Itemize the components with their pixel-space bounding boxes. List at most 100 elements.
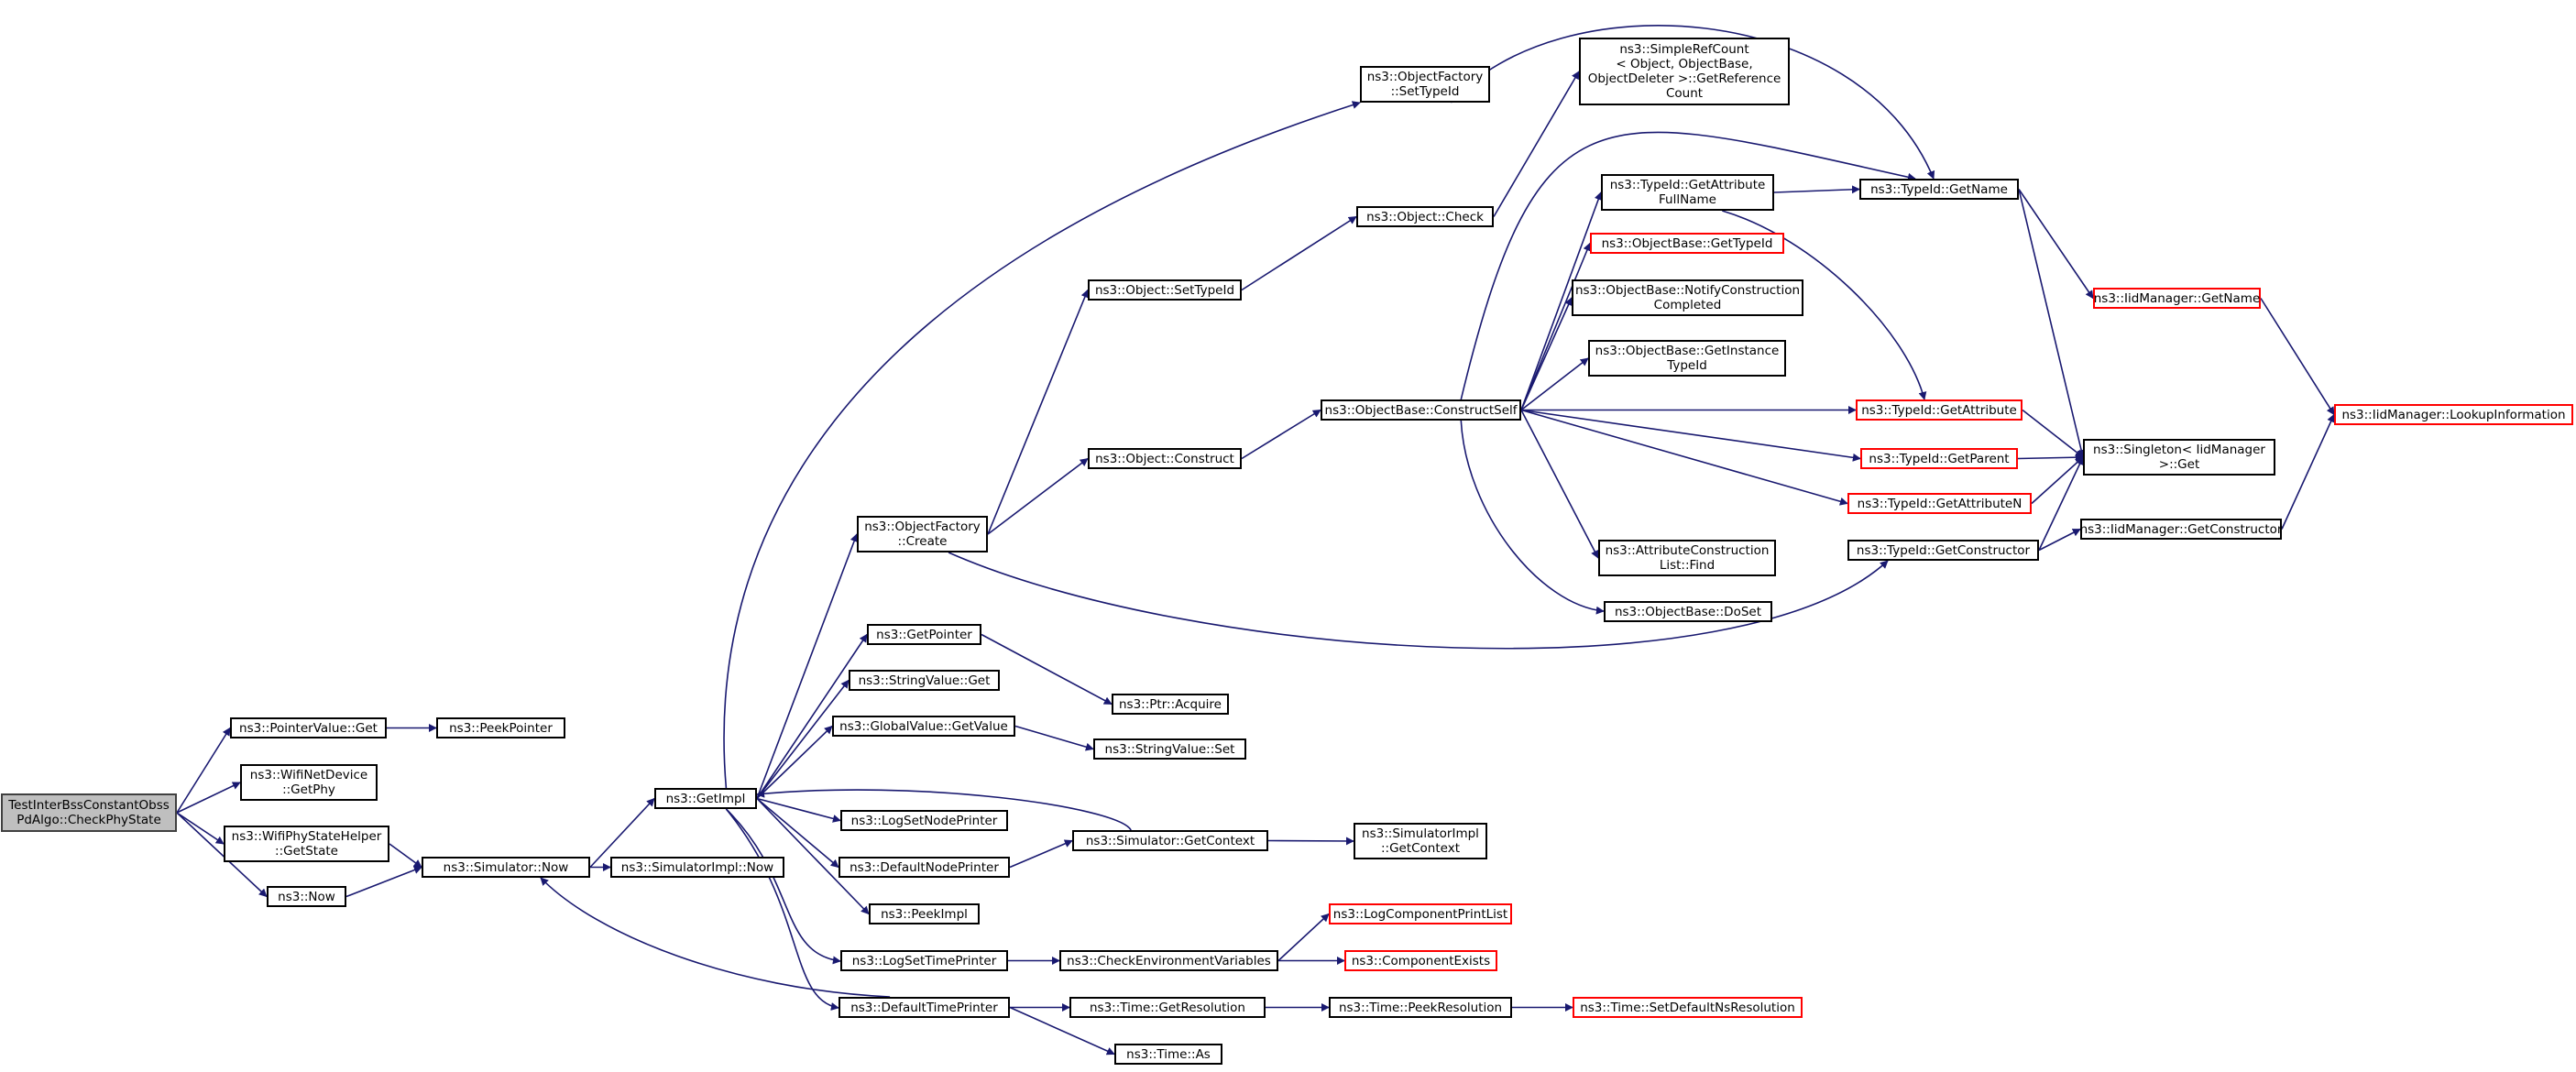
node-label-line: PdAlgo::CheckPhyState: [16, 813, 161, 827]
node-label-line: ns3::TypeId::GetAttribute: [1861, 402, 2017, 418]
node-time-getresolution[interactable]: ns3::Time::GetResolution: [1069, 997, 1266, 1018]
edge-getimpl-to-objectfactory-settypeid: [723, 101, 1361, 789]
node-logsettimeprinter[interactable]: ns3::LogSetTimePrinter: [840, 950, 1008, 971]
node-label-line: ns3::StringValue::Get: [858, 673, 991, 688]
node-iidmanager-getname[interactable]: ns3::IidManager::GetName: [2093, 288, 2261, 309]
edge-typeid-getattributefullname-to-typeid-getattribute: [1722, 210, 1927, 400]
node-peekpointer[interactable]: ns3::PeekPointer: [436, 717, 565, 738]
node-stringvalue-get[interactable]: ns3::StringValue::Get: [849, 670, 1000, 691]
edge-objectbase-constructself-to-objectbase-getinstancetypeid: [1520, 357, 1589, 411]
edge-object-check-to-simplerefcount: [1493, 71, 1580, 217]
node-object-construct[interactable]: ns3::Object::Construct: [1088, 448, 1242, 469]
node-label-line: ObjectDeleter >::GetReference: [1587, 71, 1781, 86]
node-objectfactory-settypeid[interactable]: ns3::ObjectFactory::SetTypeId: [1360, 66, 1490, 103]
node-objectbase-gettypeid[interactable]: ns3::ObjectBase::GetTypeId: [1590, 233, 1784, 254]
node-label-line: ns3::Time::SetDefaultNsResolution: [1580, 1000, 1795, 1015]
node-label-line: ns3::SimulatorImpl::Now: [620, 859, 774, 875]
node-objectfactory-create[interactable]: ns3::ObjectFactory::Create: [857, 516, 988, 552]
node-label-line: ::GetPhy: [282, 782, 335, 797]
node-time-setdefaultnsresolution[interactable]: ns3::Time::SetDefaultNsResolution: [1573, 997, 1803, 1018]
edge-objectfactory-create-to-object-settypeid: [987, 289, 1090, 535]
node-simulator-getcontext[interactable]: ns3::Simulator::GetContext: [1072, 830, 1268, 851]
node-label-line: ::SetTypeId: [1390, 84, 1460, 99]
node-time-as[interactable]: ns3::Time::As: [1114, 1044, 1222, 1065]
node-label-line: ns3::TypeId::GetName: [1870, 181, 2008, 197]
node-logsetnodeprinter[interactable]: ns3::LogSetNodePrinter: [840, 810, 1008, 831]
node-label-line: ns3::Ptr::Acquire: [1119, 696, 1222, 712]
node-label-line: ns3::AttributeConstruction: [1605, 543, 1770, 558]
node-iidmanager-lookupinformation[interactable]: ns3::IidManager::LookupInformation: [2334, 404, 2573, 425]
node-stringvalue-set[interactable]: ns3::StringValue::Set: [1093, 738, 1246, 760]
node-label-line: ns3::Simulator::GetContext: [1085, 833, 1255, 848]
edge-checkenvironmentvariables-to-logcomponentprintlist: [1277, 913, 1330, 962]
node-label-line: ::GetContext: [1380, 841, 1461, 856]
node-label-line: ns3::Time::PeekResolution: [1338, 1000, 1503, 1015]
node-getpointer[interactable]: ns3::GetPointer: [867, 624, 981, 645]
node-typeid-getname[interactable]: ns3::TypeId::GetName: [1859, 179, 2019, 200]
node-globalvalue-getvalue[interactable]: ns3::GlobalValue::GetValue: [832, 716, 1015, 737]
edge-typeid-getattributefullname-to-typeid-getname: [1773, 185, 1860, 194]
node-label-line: ns3::IidManager::LookupInformation: [2341, 407, 2566, 422]
node-wifinetdevice-getphy[interactable]: ns3::WifiNetDevice::GetPhy: [240, 764, 378, 801]
node-label-line: ns3::TypeId::GetConstructor: [1856, 542, 2031, 558]
node-typeid-getattributen[interactable]: ns3::TypeId::GetAttributeN: [1847, 493, 2032, 514]
node-simplerefcount[interactable]: ns3::SimpleRefCount< Object, ObjectBase,…: [1579, 38, 1790, 105]
node-object-settypeid[interactable]: ns3::Object::SetTypeId: [1088, 279, 1242, 301]
node-iidmanager-getconstructor[interactable]: ns3::IidManager::GetConstructor: [2080, 519, 2282, 540]
node-label-line: ns3::Object::SetTypeId: [1094, 282, 1235, 298]
node-label-line: ns3::SimulatorImpl: [1362, 826, 1479, 841]
node-label-line: ns3::ObjectBase::NotifyConstruction: [1574, 283, 1801, 298]
node-label-line: ns3::ComponentExists: [1351, 953, 1491, 968]
node-label-line: ns3::TypeId::GetAttribute: [1609, 178, 1766, 192]
edge-root-to-now: [176, 812, 268, 898]
node-label-line: ns3::IidManager::GetName: [2093, 290, 2261, 306]
node-label-line: ns3::WifiNetDevice: [249, 768, 368, 782]
node-typeid-getparent[interactable]: ns3::TypeId::GetParent: [1860, 448, 2018, 469]
edge-defaulttimeprinter-to-simulator-now: [540, 877, 891, 998]
node-now[interactable]: ns3::Now: [267, 886, 346, 907]
node-simulatorimpl-getcontext[interactable]: ns3::SimulatorImpl::GetContext: [1354, 823, 1487, 859]
node-time-peekresolution[interactable]: ns3::Time::PeekResolution: [1329, 997, 1512, 1018]
node-label-line: ns3::PeekPointer: [449, 720, 553, 736]
edge-getimpl-to-objectfactory-create: [756, 533, 859, 799]
node-simulator-now[interactable]: ns3::Simulator::Now: [422, 857, 590, 878]
edge-getimpl-to-defaultnodeprinter: [756, 797, 839, 869]
node-defaulttimeprinter[interactable]: ns3::DefaultTimePrinter: [839, 997, 1010, 1018]
node-object-check[interactable]: ns3::Object::Check: [1356, 206, 1494, 227]
node-peekimpl[interactable]: ns3::PeekImpl: [869, 903, 980, 924]
node-objectbase-doset[interactable]: ns3::ObjectBase::DoSet: [1604, 601, 1772, 622]
edge-simulator-getcontext-to-simulatorimpl-getcontext: [1267, 837, 1354, 846]
node-label-line: TypeId: [1667, 358, 1707, 373]
node-getimpl[interactable]: ns3::GetImpl: [654, 788, 757, 809]
node-singleton-get[interactable]: ns3::Singleton< IidManager>::Get: [2083, 439, 2275, 476]
node-label-line: ns3::GetImpl: [665, 791, 746, 806]
node-simulatorimpl-now[interactable]: ns3::SimulatorImpl::Now: [610, 857, 784, 878]
node-label-line: ns3::Object::Construct: [1095, 451, 1234, 466]
node-objectbase-constructself[interactable]: ns3::ObjectBase::ConstructSelf: [1321, 399, 1521, 421]
node-label-line: TestInterBssConstantObss: [8, 798, 170, 813]
node-wifiphystatehelper-getstate[interactable]: ns3::WifiPhyStateHelper::GetState: [224, 826, 389, 862]
node-logcomponentprintlist[interactable]: ns3::LogComponentPrintList: [1329, 903, 1512, 924]
edge-root-to-pointervalue-get: [176, 727, 231, 814]
edge-typeid-getconstructor-to-iidmanager-getconstructor: [2038, 528, 2081, 552]
node-componentexists[interactable]: ns3::ComponentExists: [1344, 950, 1497, 971]
edge-root-to-wifinetdevice-getphy: [176, 782, 241, 814]
edge-objectbase-constructself-to-typeid-getattributen: [1520, 409, 1848, 506]
edge-defaulttimeprinter-to-time-as: [1009, 1006, 1115, 1056]
edge-typeid-getname-to-singleton-get: [2018, 189, 2086, 458]
node-typeid-getconstructor[interactable]: ns3::TypeId::GetConstructor: [1847, 540, 2039, 561]
node-pointervalue-get[interactable]: ns3::PointerValue::Get: [230, 717, 387, 738]
node-defaultnodeprinter[interactable]: ns3::DefaultNodePrinter: [839, 857, 1010, 878]
node-typeid-getattribute[interactable]: ns3::TypeId::GetAttribute: [1856, 399, 2022, 421]
node-checkenvironmentvariables[interactable]: ns3::CheckEnvironmentVariables: [1059, 950, 1278, 971]
edge-typeid-getconstructor-to-singleton-get: [2038, 456, 2084, 551]
node-label-line: ns3::DefaultTimePrinter: [850, 1000, 998, 1015]
edge-objectbase-constructself-to-objectbase-doset: [1460, 420, 1605, 615]
node-label-line: ns3::SimpleRefCount: [1619, 42, 1749, 57]
node-ptr-acquire[interactable]: ns3::Ptr::Acquire: [1112, 694, 1229, 715]
